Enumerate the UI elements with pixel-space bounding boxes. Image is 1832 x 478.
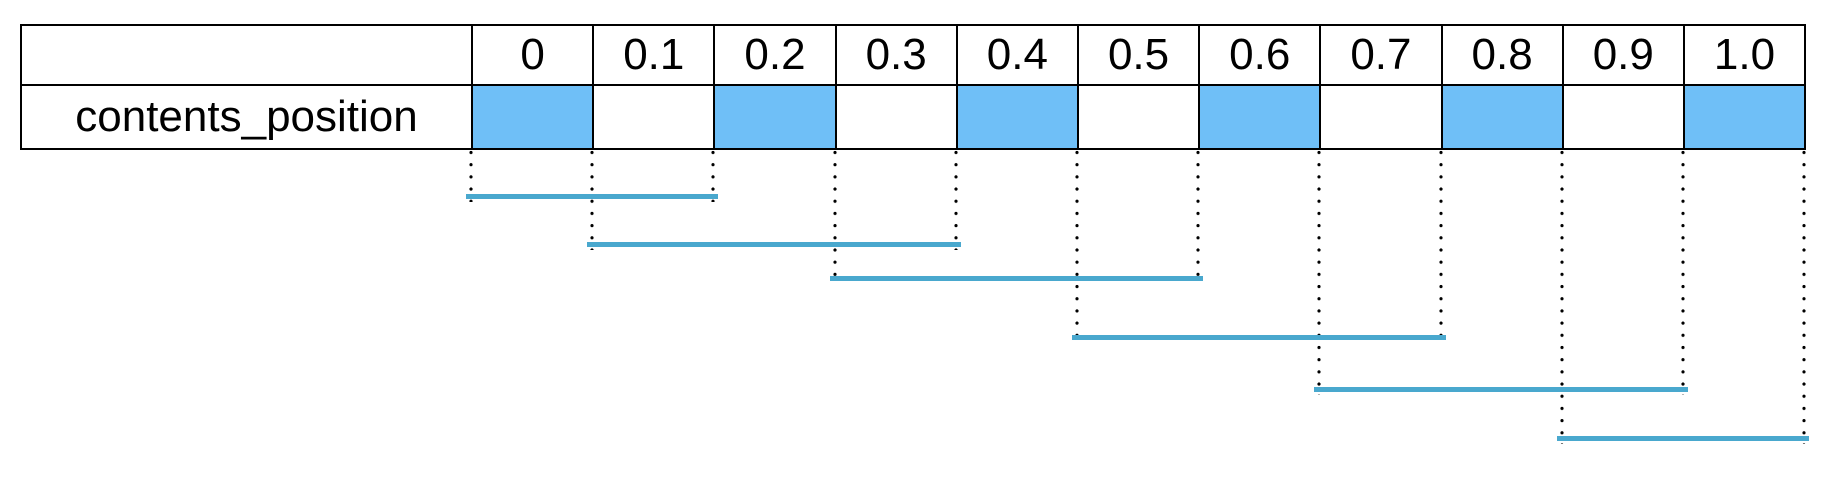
column-header-0.5: 0.5	[1076, 24, 1201, 86]
column-header-0.1: 0.1	[592, 24, 716, 86]
boundary-dotted-line	[590, 150, 595, 250]
value-cell-0	[470, 84, 595, 150]
boundary-dotted-line	[1559, 150, 1564, 444]
boundary-dotted-line	[1802, 150, 1807, 444]
column-header-0.7: 0.7	[1319, 24, 1443, 86]
column-header-0: 0	[470, 24, 595, 86]
position-extent-bar	[829, 276, 1204, 281]
value-cell-0.7	[1319, 84, 1443, 150]
boundary-dotted-line	[1196, 150, 1201, 284]
column-header-0.6: 0.6	[1198, 24, 1322, 86]
position-extent-bar	[1556, 436, 1810, 441]
boundary-dotted-line	[1075, 150, 1079, 343]
value-cell-0.6	[1198, 84, 1322, 150]
value-cell-0.8	[1440, 84, 1564, 150]
column-header-0.9: 0.9	[1561, 24, 1685, 86]
boundary-dotted-line	[469, 150, 473, 202]
value-cell-0.5	[1076, 84, 1201, 150]
boundary-dotted-line	[711, 150, 716, 202]
boundary-dotted-line	[1317, 150, 1322, 395]
boundary-dotted-line	[1438, 150, 1443, 343]
value-cell-0.3	[834, 84, 958, 150]
position-extent-bar	[1072, 335, 1446, 340]
row-label-cell: contents_position	[20, 84, 473, 150]
column-header-0.2: 0.2	[713, 24, 837, 86]
value-cell-0.1	[592, 84, 716, 150]
boundary-dotted-line	[832, 150, 837, 284]
value-cell-0.2	[713, 84, 837, 150]
boundary-dotted-line	[953, 150, 958, 250]
value-cell-0.4	[955, 84, 1079, 150]
boundary-dotted-line	[1681, 150, 1685, 395]
value-row: contents_position	[20, 84, 1807, 150]
column-header-1.0: 1.0	[1682, 24, 1807, 86]
position-extent-bar	[587, 242, 961, 247]
column-header-0.8: 0.8	[1440, 24, 1564, 86]
position-extent-bar	[1314, 387, 1688, 392]
column-header-0.3: 0.3	[834, 24, 958, 86]
value-cell-0.9	[1561, 84, 1685, 150]
column-header-0.4: 0.4	[955, 24, 1079, 86]
value-cell-1.0	[1682, 84, 1807, 150]
position-extent-bar	[466, 194, 719, 199]
corner-cell	[20, 24, 473, 86]
